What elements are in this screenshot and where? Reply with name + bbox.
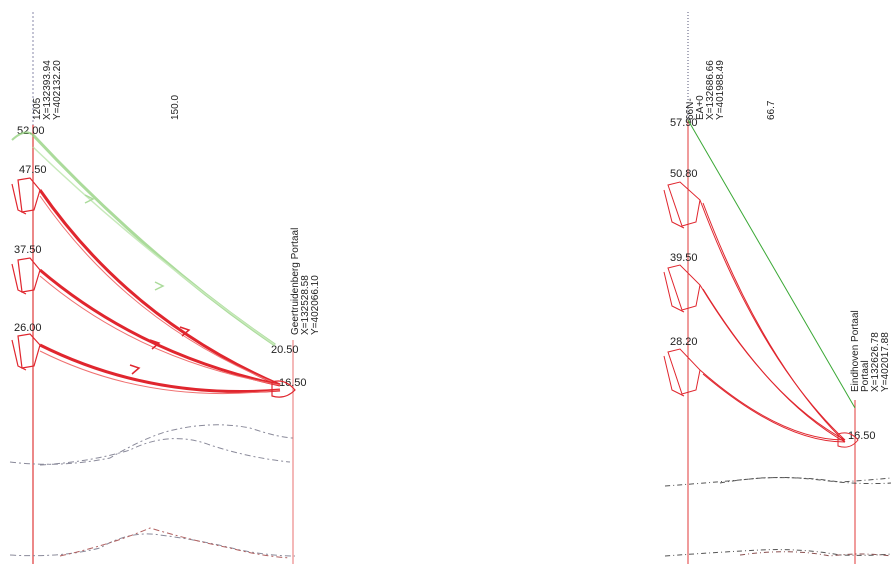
left-portal-name: Geertruidenberg Portaal — [290, 228, 301, 335]
left-height-low: 26.00 — [14, 322, 42, 334]
left-conductors — [38, 189, 281, 395]
right-end-conductor: 16.50 — [848, 430, 876, 442]
right-portal-y: Y=402017.88 — [880, 332, 891, 392]
left-portal-y: Y=402066.10 — [310, 275, 321, 335]
right-earth-wire — [687, 119, 856, 409]
right-portal-name: Eindhoven Portaal — [850, 310, 861, 392]
right-tower-x: X=132686.66 — [705, 60, 716, 120]
left-span-label: 150.0 — [170, 95, 181, 120]
right-height-top: 50.80 — [670, 168, 698, 180]
left-height-mid: 37.50 — [14, 244, 42, 256]
right-tower-id: 66N- — [685, 98, 696, 120]
right-height-earth: 57.90 — [670, 117, 698, 129]
left-insulators — [11, 177, 41, 371]
right-tower-ea: EA+0 — [695, 95, 706, 120]
right-portal-sub: Portaal — [860, 360, 871, 392]
right-conductors — [699, 199, 846, 443]
left-ground-lines — [9, 424, 296, 559]
left-end-clamp — [271, 380, 296, 398]
left-tower-y: Y=402132.20 — [52, 60, 63, 120]
right-height-low: 28.20 — [670, 336, 698, 348]
left-tower-x: X=132393.94 — [42, 60, 53, 120]
left-portal-x: X=132528.58 — [300, 275, 311, 335]
left-tower-id: 1205 — [32, 97, 43, 120]
right-tower-y: Y=401988.49 — [715, 60, 726, 120]
right-portal-x: X=132626.78 — [870, 332, 881, 392]
right-profile: 66N- EA+0 X=132686.66 Y=401988.49 66.7 E… — [663, 12, 891, 564]
right-ground-lines — [664, 477, 891, 557]
right-span-label: 66.7 — [766, 100, 777, 120]
right-height-mid: 39.50 — [670, 252, 698, 264]
right-end-clamp — [837, 432, 859, 448]
left-earth-wire — [11, 131, 276, 347]
right-insulators — [663, 181, 701, 397]
left-end-earth: 20.50 — [271, 344, 299, 356]
left-profile: 1205 X=132393.94 Y=402132.20 150.0 Geert… — [9, 12, 321, 564]
left-height-top: 47.50 — [19, 164, 47, 176]
left-height-earth: 52.00 — [17, 125, 45, 137]
left-end-conductor: 16.50 — [279, 377, 307, 389]
